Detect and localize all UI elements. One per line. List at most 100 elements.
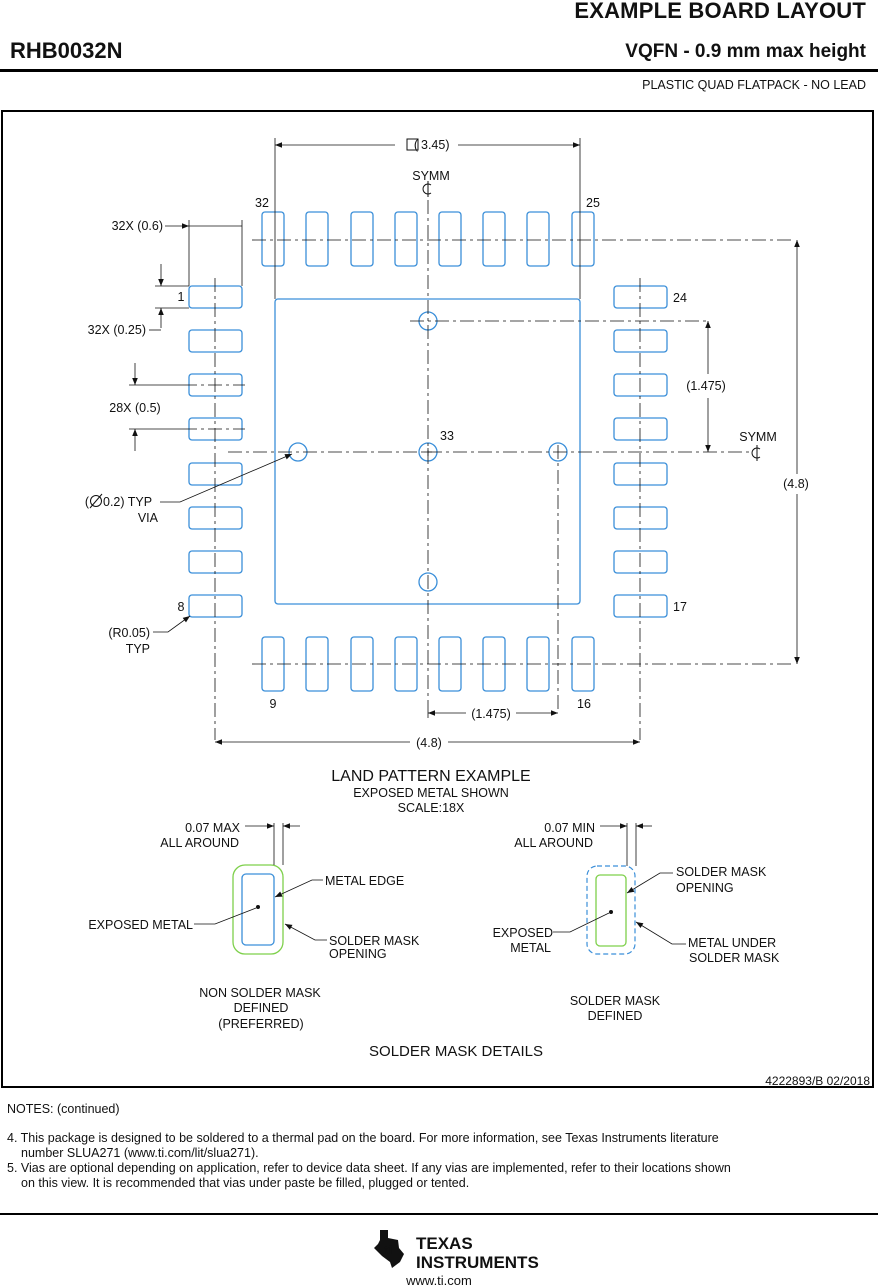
pad-18 [613,550,668,574]
package-description: VQFN - 0.9 mm max height [625,41,866,62]
thermal-pad-dim-open: ( [414,138,419,152]
note-4-line-1: 4. This package is designed to be solder… [7,1131,719,1145]
note-5-line-2: on this view. It is recommended that via… [21,1176,470,1190]
pad-25 [571,211,595,267]
land-pattern-drawing: ( 3.45) SYMM 32 25 32X (0.6) 1 24 32X (0… [85,138,870,1088]
centerline-symbol-right-icon [751,445,761,461]
pad-7 [188,550,243,574]
smd-exposed-label: EXPOSED [493,926,553,940]
diameter-symbol-icon [89,493,103,509]
via-spacing-vertical-dim: (1.475) [686,379,726,393]
pad-31 [305,211,329,267]
header-rule [0,69,878,72]
via-dim-open: ( [85,495,90,509]
document-title: EXAMPLE BOARD LAYOUT [574,0,866,23]
nsmd-caption-3: (PREFERRED) [218,1017,303,1031]
footer-url[interactable]: www.ti.com [406,1273,472,1288]
nsmd-detail: 0.07 MAX ALL AROUND METAL EDGE EXPOSED M… [88,821,420,1031]
svg-text:ti: ti [384,1242,392,1257]
pad-number-32: 32 [255,196,269,210]
pad-23 [613,329,668,353]
nsmd-clearance-label-2: ALL AROUND [160,836,239,850]
pad-width-dim: 32X (0.6) [112,219,163,233]
land-pattern-scale: SCALE:18X [398,801,465,815]
texas-state-icon [374,1230,404,1268]
smd-metal-under-label-2: SOLDER MASK [689,951,780,965]
via-spacing-horizontal-dim: (1.475) [471,707,511,721]
pad-32 [261,211,285,267]
nsmd-metal-edge-label: METAL EDGE [325,874,404,888]
nsmd-opening-label-2: OPENING [329,947,387,961]
pad-30 [350,211,374,267]
pad-number-9: 9 [270,697,277,711]
via-dim-label: 0.2) TYP [103,495,152,509]
thermal-pad [274,298,581,605]
square-symbol-icon [406,138,419,151]
symm-top-label: SYMM [412,169,450,183]
pad-6 [188,506,243,530]
dimension-lines [132,142,800,745]
brand-texas: TEXAS [416,1234,473,1253]
symm-right-label: SYMM [739,430,777,444]
pad-24 [613,285,668,309]
land-pattern-caption: LAND PATTERN EXAMPLE [331,768,530,785]
nsmd-caption-1: NON SOLDER MASK [199,986,321,1000]
notes-heading: NOTES: (continued) [7,1102,120,1116]
pad-number-17: 17 [673,600,687,614]
smd-opening-label-2: OPENING [676,881,734,895]
pad-number-8: 8 [178,600,185,614]
pad-number-16: 16 [577,697,591,711]
brand-instruments: INSTRUMENTS [416,1253,539,1270]
pad-5 [188,462,243,486]
package-code: RHB0032N [10,38,123,63]
pad-number-25: 25 [586,196,600,210]
drawing-id: 4222893/B 02/2018 [765,1074,870,1088]
top-pad-row [261,211,595,267]
radius-dim-typ: TYP [126,642,150,656]
nsmd-opening-label: SOLDER MASK [329,934,420,948]
centerline-symbol-icon [422,181,432,197]
solder-mask-details-title: SOLDER MASK DETAILS [369,1043,543,1060]
overall-height-dim: (4.8) [783,477,809,491]
pad-1 [188,285,243,309]
smd-caption-2: DEFINED [588,1009,643,1023]
pitch-dim: 28X (0.5) [109,401,160,415]
pad-20 [613,462,668,486]
land-pattern-subcaption: EXPOSED METAL SHOWN [353,786,509,800]
nsmd-caption-2: DEFINED [234,1001,289,1015]
package-type: PLASTIC QUAD FLATPACK - NO LEAD [642,78,866,92]
pad-number-1: 1 [178,290,185,304]
pad-29 [394,211,418,267]
drawing-frame [1,110,874,1088]
overall-width-dim: (4.8) [416,736,442,750]
nsmd-exposed-metal-label: EXPOSED METAL [88,918,193,932]
footer-rule [0,1213,878,1215]
smd-clearance-label: 0.07 MIN [544,821,595,835]
centerlines [183,200,793,740]
radius-dim: (R0.05) [108,626,150,640]
pad-21 [613,417,668,441]
pad-8 [188,594,243,618]
smd-detail: 0.07 MIN ALL AROUND SOLDER MASK OPENING … [493,821,780,1023]
smd-exposed-label-2: METAL [510,941,551,955]
pad-28 [438,211,462,267]
smd-metal-under-label: METAL UNDER [688,936,776,950]
extension-lines [129,138,581,718]
pad-17 [613,594,668,618]
via-bottom [418,572,438,592]
pad-27 [482,211,506,267]
smd-caption-1: SOLDER MASK [570,994,661,1008]
nsmd-clearance-label: 0.07 MAX [185,821,241,835]
pad-number-33: 33 [440,429,454,443]
right-pad-column [613,285,668,618]
smd-clearance-label-2: ALL AROUND [514,836,593,850]
note-4-line-2: number SLUA271 (www.ti.com/lit/slua271). [21,1146,259,1160]
pad-22 [613,373,668,397]
texas-instruments-logo: ti TEXAS INSTRUMENTS [374,1230,539,1270]
pad-19 [613,506,668,530]
note-5-line-1: 5. Vias are optional depending on applic… [7,1161,731,1175]
pad-height-dim: 32X (0.25) [88,323,146,337]
thermal-pad-dim-label: 3.45) [421,138,450,152]
pad-number-24: 24 [673,291,687,305]
pad-26 [526,211,550,267]
